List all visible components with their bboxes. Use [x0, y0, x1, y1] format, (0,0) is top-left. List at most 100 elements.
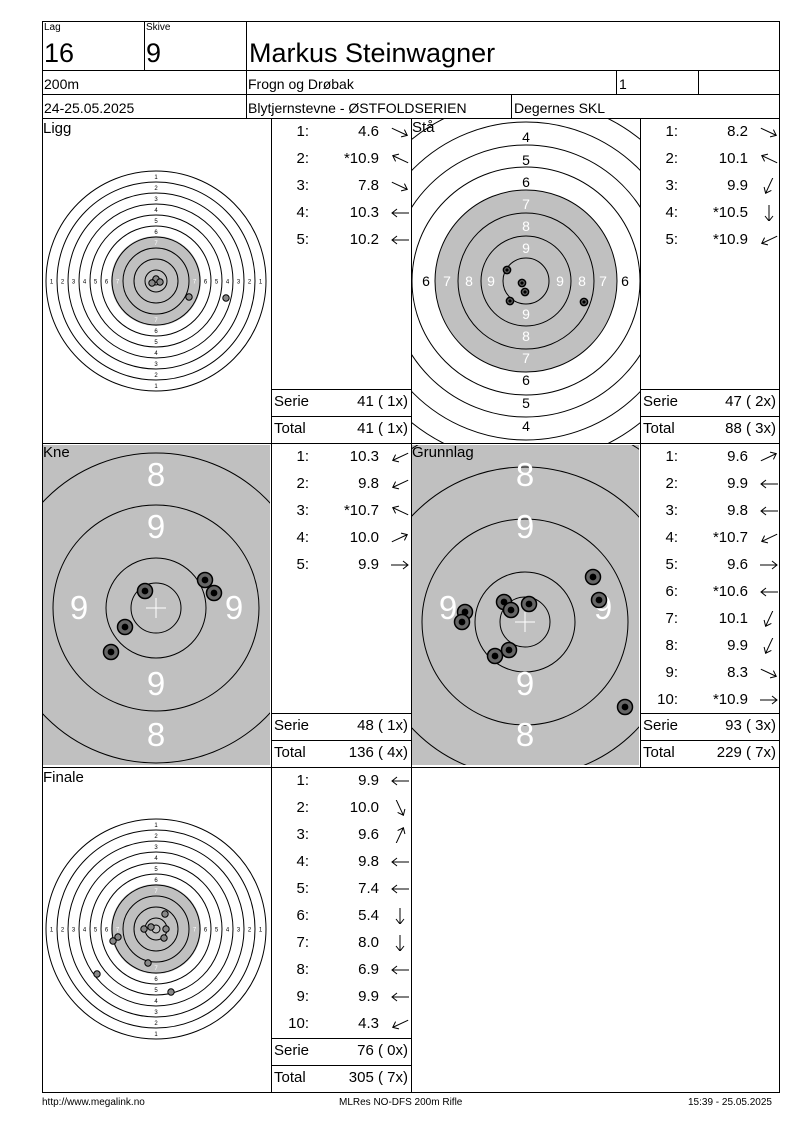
target-ring: [45, 170, 267, 392]
shot-score: 9.9: [727, 637, 748, 654]
shot-number: 2:: [296, 799, 309, 816]
direction-arrow-icon: [392, 479, 409, 490]
ring-number: 4: [522, 129, 530, 145]
shot-hole: [185, 293, 193, 301]
direction-arrow-icon: [760, 506, 778, 516]
shot-hole-center: [520, 281, 524, 285]
shot-row: 4:10.0: [279, 529, 409, 547]
ring-number: 1: [154, 175, 158, 181]
shot-row: 2:10.1: [648, 150, 778, 168]
shot-hole: [144, 959, 152, 967]
target-ring: [67, 840, 245, 1018]
target-ring: [412, 121, 640, 441]
direction-arrow-icon: [760, 451, 777, 462]
ring-number: 1: [154, 384, 158, 390]
target-ring: [52, 504, 260, 712]
serie-label: Serie: [643, 393, 679, 410]
direction-arrow-icon: [763, 638, 774, 654]
ring-number: 7: [193, 280, 197, 286]
ring-number: 7: [116, 928, 120, 934]
ring-number: 6: [621, 273, 629, 289]
shot-number: 10:: [657, 691, 678, 708]
shot-number: 5:: [665, 231, 678, 248]
ring-number: 7: [154, 241, 158, 247]
ring-number: 6: [154, 230, 158, 236]
ligg-title: Ligg: [43, 120, 72, 137]
shot-row: 3:9.8: [648, 502, 778, 520]
ring-number: 2: [154, 834, 158, 840]
ring-number: 9: [487, 273, 495, 289]
shot-hole: [148, 279, 156, 287]
shot-number: 3:: [665, 177, 678, 194]
direction-arrow-icon: [391, 208, 409, 218]
shot-number: 1:: [296, 772, 309, 789]
ring-number: 6: [422, 273, 430, 289]
shot-score: 9.6: [727, 556, 748, 573]
ring-number: 5: [215, 280, 219, 286]
shot-row: 1:9.6: [648, 448, 778, 466]
shot-number: 8:: [665, 637, 678, 654]
shot-score: 9.8: [358, 853, 379, 870]
shot-row: 8: 6.9: [279, 961, 409, 979]
ring-number: 3: [72, 280, 76, 286]
ring-number: 7: [154, 318, 158, 324]
shot-score: 9.9: [727, 475, 748, 492]
shot-row: 4:*10.7: [648, 529, 778, 547]
lag-label: Lag: [44, 22, 61, 33]
ring-number: 1: [259, 928, 263, 934]
shot-hole: [161, 910, 169, 918]
shot-row: 6:5.4: [279, 907, 409, 925]
ring-number: 5: [522, 395, 530, 411]
serie-value: 76 ( 0x): [357, 1042, 408, 1059]
direction-arrow-icon: [392, 452, 409, 463]
ring-number: 7: [443, 273, 451, 289]
shot-row: 8: 9.9: [648, 637, 778, 655]
shot-score: *10.9: [712, 231, 748, 248]
direction-arrow-icon: [395, 935, 405, 951]
ring-number: 9: [225, 589, 243, 626]
target-ring: [111, 236, 201, 326]
direction-arrow-icon: [760, 127, 777, 138]
class: 1: [619, 76, 627, 92]
total-value: 88 ( 3x): [725, 420, 776, 437]
shot-row: 1:10.3: [279, 448, 409, 466]
shot-hole: [147, 923, 155, 931]
ring-number: 5: [154, 219, 158, 225]
shot-score: 10.1: [718, 610, 748, 627]
total-value: 136 ( 4x): [348, 744, 408, 761]
shot-number: 3:: [296, 826, 309, 843]
ring-number: 5: [154, 340, 158, 346]
footer-url[interactable]: http://www.megalink.no: [42, 1097, 145, 1108]
target-ring: [144, 269, 168, 293]
total-value: 305 ( 7x): [348, 1069, 408, 1086]
shot-hole: [109, 937, 117, 945]
shot-score: 8.2: [727, 123, 748, 140]
ring-number: 2: [61, 928, 65, 934]
ring-number: 9: [70, 589, 88, 626]
shot-score: 10.3: [349, 448, 379, 465]
shot-hole: [93, 970, 101, 978]
shot-number: 9:: [665, 664, 678, 681]
shot-hole-center: [491, 652, 499, 660]
ring-number: 6: [522, 174, 530, 190]
total-label: Total: [643, 744, 675, 761]
shot-number: 2:: [296, 475, 309, 492]
direction-arrow-icon: [761, 235, 778, 246]
shot-score: 6.9: [358, 961, 379, 978]
shot-number: 1:: [665, 448, 678, 465]
shot-number: 8:: [296, 961, 309, 978]
ring-number: 4: [154, 856, 158, 862]
shot-number: 4:: [665, 204, 678, 221]
lag-value: 16: [44, 38, 75, 68]
finale-title: Finale: [43, 769, 84, 786]
shot-score: 4.6: [358, 123, 379, 140]
direction-arrow-icon: [763, 178, 774, 194]
target-ring: [421, 518, 629, 726]
ring-number: 8: [147, 716, 165, 753]
ring-number: 7: [522, 196, 530, 212]
ring-number: 4: [154, 351, 158, 357]
ring-number: 6: [154, 977, 158, 983]
target-ring: [412, 166, 640, 396]
direction-arrow-icon: [760, 479, 778, 489]
